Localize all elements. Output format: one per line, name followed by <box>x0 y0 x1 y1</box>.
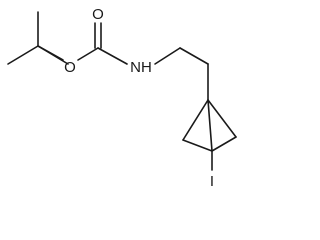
atom-iodine: I <box>210 173 214 190</box>
bond-carbonyl-n <box>97 47 128 65</box>
bond-o-carbonyl <box>77 47 99 61</box>
molecule-structure: O O NH I <box>7 6 237 190</box>
bond-cage-3 <box>207 99 213 152</box>
bond-cage-1 <box>182 99 209 141</box>
atom-carbonyl-oxygen: O <box>92 6 104 23</box>
atom-amine: NH <box>130 59 152 76</box>
bond-cage-5 <box>211 136 237 152</box>
bond-tbu-methyl-left <box>7 45 39 65</box>
bond-tbu-c-o <box>37 45 64 61</box>
bond-n-ch2 <box>154 47 181 65</box>
bond-cage-4 <box>182 139 213 152</box>
atom-ester-oxygen: O <box>64 59 76 76</box>
bond-ch2-ch2 <box>179 47 209 65</box>
bond-cage-2 <box>207 99 237 138</box>
